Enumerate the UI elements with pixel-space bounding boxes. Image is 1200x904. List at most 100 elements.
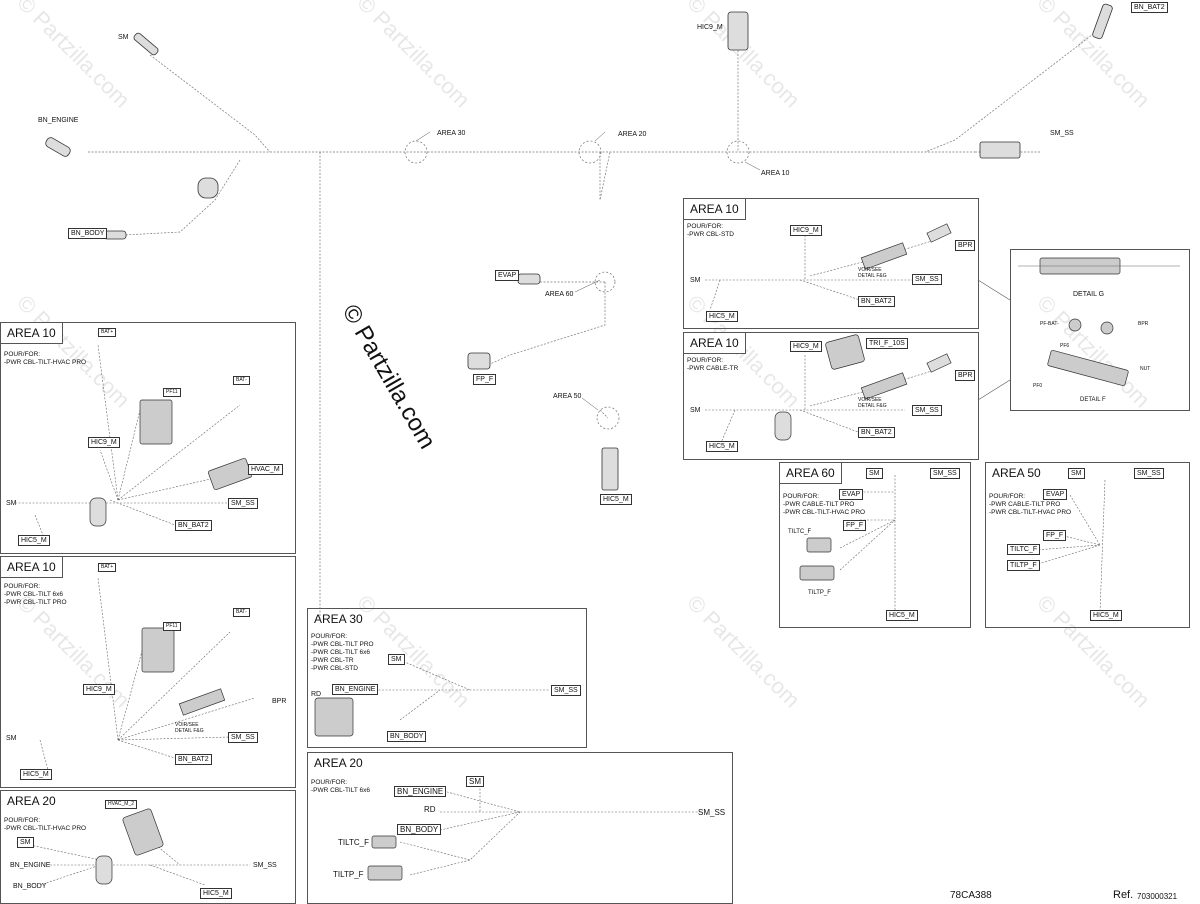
sm-terminal-shape bbox=[133, 32, 159, 56]
panel-title: AREA 10 bbox=[1, 557, 63, 578]
a30-b1 bbox=[399, 659, 471, 691]
label-pf0: PF0 bbox=[1033, 383, 1043, 389]
label-hic5-m: HIC5_M bbox=[706, 441, 738, 452]
detail-f-screw-2 bbox=[1100, 321, 1114, 335]
label-bpr: BPR bbox=[955, 370, 976, 381]
label-sm-ss: SM_SS bbox=[698, 808, 726, 817]
label-voir-see: VOIR/SEE DETAIL F&G bbox=[858, 267, 887, 279]
label-tiltp-f: TILTP_F bbox=[808, 590, 831, 596]
label-sm: SM bbox=[6, 735, 17, 742]
a50-b4 bbox=[1034, 544, 1101, 566]
a20-hvac-b4 bbox=[149, 864, 206, 886]
a10-hvac-b4 bbox=[117, 477, 216, 501]
a50-b1 bbox=[1069, 494, 1101, 546]
pour-for-note: POUR/FOR: -PWR CABLE-TILT PRO -PWR CBL-T… bbox=[989, 493, 1072, 516]
a10-hvac-b5 bbox=[109, 499, 176, 526]
label-sm-ss: SM_SS bbox=[1050, 130, 1074, 137]
label-hic5-m: HIC5_M bbox=[200, 888, 232, 899]
label-sm-ss: SM_SS bbox=[912, 405, 942, 416]
area20-marker bbox=[578, 140, 602, 164]
label-fp-f: FP_F bbox=[843, 520, 867, 531]
label-sm: SM bbox=[6, 500, 17, 507]
a20-hvac-clip bbox=[95, 855, 113, 885]
label-area-30: AREA 30 bbox=[437, 130, 466, 137]
area60-branch bbox=[487, 282, 606, 366]
area50-branch bbox=[599, 409, 609, 419]
panel-title: AREA 20 bbox=[314, 756, 363, 770]
label-sm: SM bbox=[690, 407, 701, 414]
a10-tr-bus bbox=[860, 372, 908, 400]
label-bn-engine: BN_ENGINE bbox=[332, 684, 379, 695]
a20-6x6-tiltp-connector bbox=[367, 865, 403, 881]
label-hic9-m: HIC9_M bbox=[697, 24, 723, 31]
label-bn-bat2: BN_BAT2 bbox=[1131, 2, 1168, 13]
label-hvac-m: HVAC_M bbox=[248, 464, 283, 475]
label-bpr: BPR bbox=[955, 240, 976, 251]
label-bn-body: BN_BODY bbox=[68, 228, 108, 239]
label-evap: EVAP bbox=[495, 270, 520, 281]
a50-b3 bbox=[1034, 544, 1101, 551]
label-tiltc-f: TILTC_F bbox=[788, 529, 812, 535]
a30-b2 bbox=[399, 689, 441, 721]
panel-area30: AREA 30 POUR/FOR: -PWR CBL-TILT PRO -PWR… bbox=[307, 608, 587, 748]
panel-title: AREA 50 bbox=[992, 466, 1041, 480]
a10-tr-tri-connector bbox=[825, 334, 865, 370]
bn-bat2-branch bbox=[924, 24, 1106, 153]
a10-std-branch-hic5 bbox=[709, 279, 721, 311]
a60-tiltp-connector bbox=[799, 565, 835, 581]
bn-body-clip-shape bbox=[197, 177, 219, 199]
detail-leader-1 bbox=[977, 279, 1011, 301]
label-hic9-m: HIC9_M bbox=[790, 225, 822, 236]
a10-tilt-pf11-relay bbox=[141, 627, 175, 673]
panel-area60: AREA 60 POUR/FOR: -PWR CABLE-TILT PRO -P… bbox=[779, 462, 971, 628]
label-tiltp-f: TILTP_F bbox=[1007, 560, 1040, 571]
panel-area10-std: AREA 10 POUR/FOR: -PWR CBL-STD bbox=[683, 198, 979, 329]
label-sm-ss: SM_SS bbox=[253, 862, 277, 869]
label-sm: SM bbox=[388, 654, 405, 665]
a10-tr-hic5 bbox=[719, 409, 736, 446]
label-bn-engine: BN_ENGINE bbox=[394, 786, 447, 797]
panel-title: AREA 10 bbox=[684, 333, 746, 354]
a10-tr-bpr-terminal bbox=[926, 353, 952, 373]
label-bn-engine: BN_ENGINE bbox=[10, 862, 51, 869]
pour-for-note: POUR/FOR: -PWR CBL-TILT 6x6 bbox=[311, 779, 370, 794]
panel-detail-f-g bbox=[1010, 249, 1190, 411]
label-tiltp-f: TILTP_F bbox=[333, 870, 364, 879]
leader-area10 bbox=[744, 161, 761, 171]
panel-area10-hvac: AREA 10 POUR/FOR: -PWR CBL-TILT-HVAC PRO bbox=[0, 322, 296, 554]
label-sm-ss: SM_SS bbox=[551, 685, 581, 696]
a10-tilt-b3 bbox=[117, 631, 231, 741]
panel-area50: AREA 50 POUR/FOR: -PWR CABLE-TILT PRO -P… bbox=[985, 462, 1190, 628]
leader-area20 bbox=[594, 131, 606, 142]
label-bn-body: BN_BODY bbox=[387, 731, 427, 742]
sm-ss-connector-shape bbox=[979, 141, 1021, 159]
panel-area10-tr: AREA 10 POUR/FOR: -PWR CABLE-TR bbox=[683, 332, 979, 460]
label-sm: SM bbox=[866, 468, 883, 479]
label-pf11: PF11 bbox=[163, 622, 181, 631]
a10-hvac-pf11-relay bbox=[139, 399, 173, 445]
bn-engine-terminal-shape bbox=[45, 137, 71, 157]
sm-branch bbox=[149, 54, 271, 153]
a10-tilt-b6 bbox=[117, 739, 176, 759]
detail-leader-2 bbox=[977, 379, 1011, 401]
label-bn-bat2: BN_BAT2 bbox=[858, 296, 895, 307]
a60-tiltc-connector bbox=[806, 537, 832, 553]
a20-hvac-b1 bbox=[29, 844, 101, 861]
label-sm: SM bbox=[118, 34, 129, 41]
leader-area50 bbox=[581, 397, 599, 411]
label-bn-bat2: BN_BAT2 bbox=[858, 427, 895, 438]
label-sm-ss: SM_SS bbox=[1134, 468, 1164, 479]
area30-marker bbox=[404, 140, 428, 164]
a10-std-bus bbox=[860, 242, 908, 270]
panel-title: AREA 30 bbox=[314, 612, 363, 626]
label-sm: SM bbox=[17, 837, 34, 848]
label-sm: SM bbox=[466, 776, 484, 787]
drawing-reference: 78CA388 bbox=[950, 890, 992, 901]
fp-f-connector-shape bbox=[467, 352, 491, 370]
a20-6x6-b2 bbox=[439, 811, 521, 831]
evap-connector-shape bbox=[517, 273, 541, 285]
a20-hvac-connector bbox=[122, 808, 164, 856]
area20-branch bbox=[599, 151, 611, 201]
label-bn-body: BN_BODY bbox=[13, 883, 47, 890]
